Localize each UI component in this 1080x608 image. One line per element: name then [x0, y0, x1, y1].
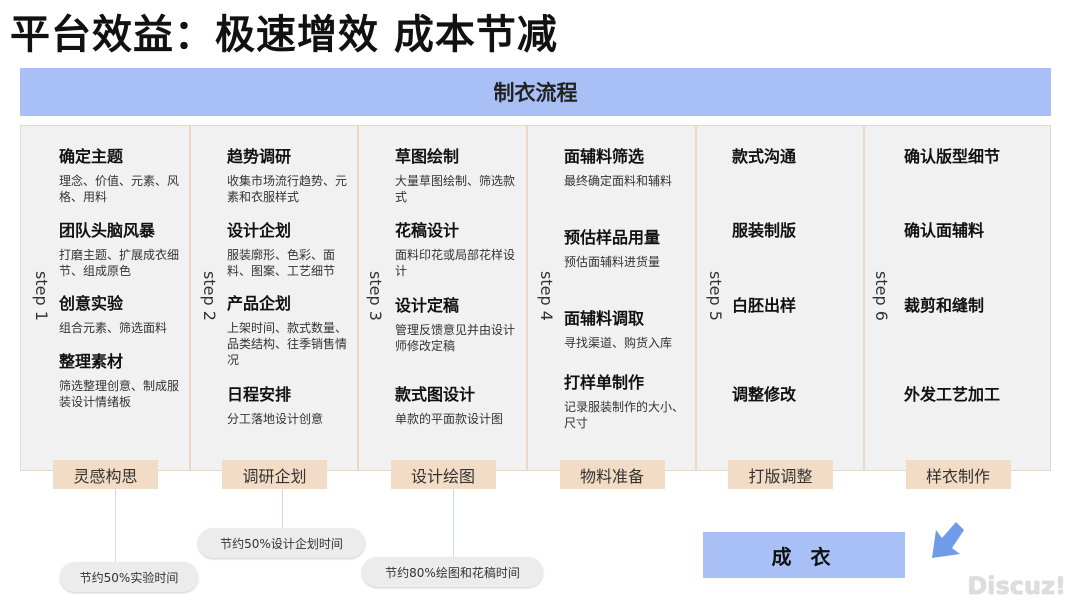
- step-column-5: step 5 款式沟通服装制版白胚出样调整修改: [696, 125, 864, 471]
- process-item: 产品企划上架时间、款式数量、品类结构、往季销售情况: [227, 290, 357, 368]
- phase-tag: 样衣制作: [905, 460, 1011, 489]
- step-column-2: step 2 趋势调研收集市场流行趋势、元素和衣服样式设计企划服装廓形、色彩、面料…: [190, 125, 358, 471]
- saving-bubble-2: 节约50%设计企划时间: [198, 528, 365, 558]
- item-desc: 收集市场流行趋势、元素和衣服样式: [227, 174, 348, 204]
- item-title: 团队头脑风暴: [59, 221, 156, 240]
- item-desc: 大量草图绘制、筛选款式: [395, 174, 516, 204]
- item-desc: 管理反馈意见并由设计师修改定稿: [395, 323, 516, 353]
- item-title: 创意实验: [59, 294, 124, 313]
- phase-tag: 设计绘图: [390, 460, 496, 489]
- step-label: step 4: [537, 271, 556, 321]
- item-title: 草图绘制: [395, 147, 460, 166]
- item-desc: 单款的平面款设计图: [395, 412, 504, 426]
- flow-title-bar: 制衣流程: [20, 68, 1051, 116]
- process-item: 团队头脑风暴打磨主题、扩展成衣细节、组成原色: [59, 217, 189, 279]
- item-desc: 寻找渠道、购货入库: [564, 336, 673, 350]
- process-item: 确认面辅料: [904, 217, 1034, 247]
- item-desc: 分工落地设计创意: [227, 412, 324, 426]
- item-title: 日程安排: [227, 385, 292, 404]
- process-item: 外发工艺加工: [904, 381, 1034, 411]
- item-desc: 面料印花或局部花样设计: [395, 248, 516, 278]
- process-item: 设计企划服装廓形、色彩、面料、图案、工艺细节: [227, 217, 357, 279]
- item-desc: 服装廓形、色彩、面料、图案、工艺细节: [227, 248, 336, 278]
- item-desc: 打磨主题、扩展成衣细节、组成原色: [59, 248, 180, 278]
- process-item: 面辅料调取寻找渠道、购货入库: [564, 305, 694, 351]
- item-title: 确认版型细节: [904, 147, 1001, 166]
- process-item: 面辅料筛选最终确定面料和辅料: [564, 143, 694, 189]
- item-title: 整理素材: [59, 352, 124, 371]
- phase-tag: 灵感构思: [53, 460, 158, 489]
- process-item: 花稿设计面料印花或局部花样设计: [395, 217, 525, 279]
- arrow-down-left-icon: [932, 522, 964, 558]
- phase-tag: 物料准备: [559, 460, 665, 489]
- item-title: 裁剪和缝制: [904, 296, 985, 315]
- step-label: step 6: [872, 271, 891, 321]
- process-item: 设计定稿管理反馈意见并由设计师修改定稿: [395, 292, 525, 354]
- process-item: 预估样品用量预估面辅料进货量: [564, 224, 694, 270]
- step-label: step 3: [366, 271, 385, 321]
- process-item: 日程安排分工落地设计创意: [227, 381, 357, 427]
- item-title: 设计定稿: [395, 296, 460, 315]
- item-desc: 理念、价值、元素、风格、用料: [59, 174, 180, 204]
- connector-line: [115, 489, 116, 563]
- item-title: 产品企划: [227, 294, 292, 313]
- process-item: 草图绘制大量草图绘制、筛选款式: [395, 143, 525, 205]
- process-item: 打样单制作记录服装制作的大小、尺寸: [564, 369, 694, 431]
- process-item: 裁剪和缝制: [904, 292, 1034, 322]
- item-title: 调整修改: [732, 385, 797, 404]
- item-desc: 组合元素、筛选面料: [59, 321, 168, 335]
- phase-tag: 打版调整: [728, 460, 833, 489]
- final-garment-box: 成 衣: [703, 532, 905, 578]
- saving-bubble-1: 节约50%实验时间: [60, 562, 198, 592]
- item-title: 预估样品用量: [564, 228, 661, 247]
- step-label: step 1: [32, 271, 51, 321]
- item-title: 确定主题: [59, 147, 124, 166]
- step-column-3: step 3 草图绘制大量草图绘制、筛选款式花稿设计面料印花或局部花样设计设计定稿…: [358, 125, 527, 471]
- phase-tag: 调研企划: [222, 460, 327, 489]
- item-title: 款式图设计: [395, 385, 476, 404]
- item-title: 外发工艺加工: [904, 385, 1001, 404]
- step-label: step 5: [706, 271, 725, 321]
- saving-bubble-3: 节约80%绘图和花稿时间: [362, 557, 543, 587]
- item-title: 花稿设计: [395, 221, 460, 240]
- item-title: 面辅料调取: [564, 309, 645, 328]
- process-item: 白胚出样: [732, 292, 862, 322]
- process-item: 服装制版: [732, 217, 862, 247]
- item-desc: 预估面辅料进货量: [564, 255, 661, 269]
- item-desc: 筛选整理创意、制成服装设计情绪板: [59, 379, 180, 409]
- step-column-4: step 4 面辅料筛选最终确定面料和辅料预估样品用量预估面辅料进货量面辅料调取寻…: [527, 125, 696, 471]
- item-desc: 最终确定面料和辅料: [564, 174, 673, 188]
- item-desc: 记录服装制作的大小、尺寸: [564, 400, 685, 430]
- item-desc: 上架时间、款式数量、品类结构、往季销售情况: [227, 321, 348, 367]
- item-title: 打样单制作: [564, 373, 645, 392]
- item-title: 确认面辅料: [904, 221, 985, 240]
- step-column-1: step 1 确定主题理念、价值、元素、风格、用料团队头脑风暴打磨主题、扩展成衣细…: [20, 125, 190, 471]
- page-title: 平台效益：极速增效 成本节减: [10, 12, 558, 58]
- process-item: 创意实验组合元素、筛选面料: [59, 290, 189, 336]
- process-item: 趋势调研收集市场流行趋势、元素和衣服样式: [227, 143, 357, 205]
- item-title: 趋势调研: [227, 147, 292, 166]
- item-title: 白胚出样: [732, 296, 797, 315]
- item-title: 设计企划: [227, 221, 292, 240]
- process-item: 确认版型细节: [904, 143, 1034, 173]
- process-item: 调整修改: [732, 381, 862, 411]
- process-item: 款式图设计单款的平面款设计图: [395, 381, 525, 427]
- process-item: 款式沟通: [732, 143, 862, 173]
- connector-line: [453, 489, 454, 557]
- step-column-6: step 6 确认版型细节确认面辅料裁剪和缝制外发工艺加工: [864, 125, 1051, 471]
- connector-line: [282, 489, 283, 529]
- process-item: 整理素材筛选整理创意、制成服装设计情绪板: [59, 348, 189, 410]
- item-title: 服装制版: [732, 221, 797, 240]
- item-title: 款式沟通: [732, 147, 797, 166]
- process-item: 确定主题理念、价值、元素、风格、用料: [59, 143, 189, 205]
- watermark: Discuz!: [967, 572, 1066, 600]
- step-label: step 2: [200, 271, 219, 321]
- item-title: 面辅料筛选: [564, 147, 645, 166]
